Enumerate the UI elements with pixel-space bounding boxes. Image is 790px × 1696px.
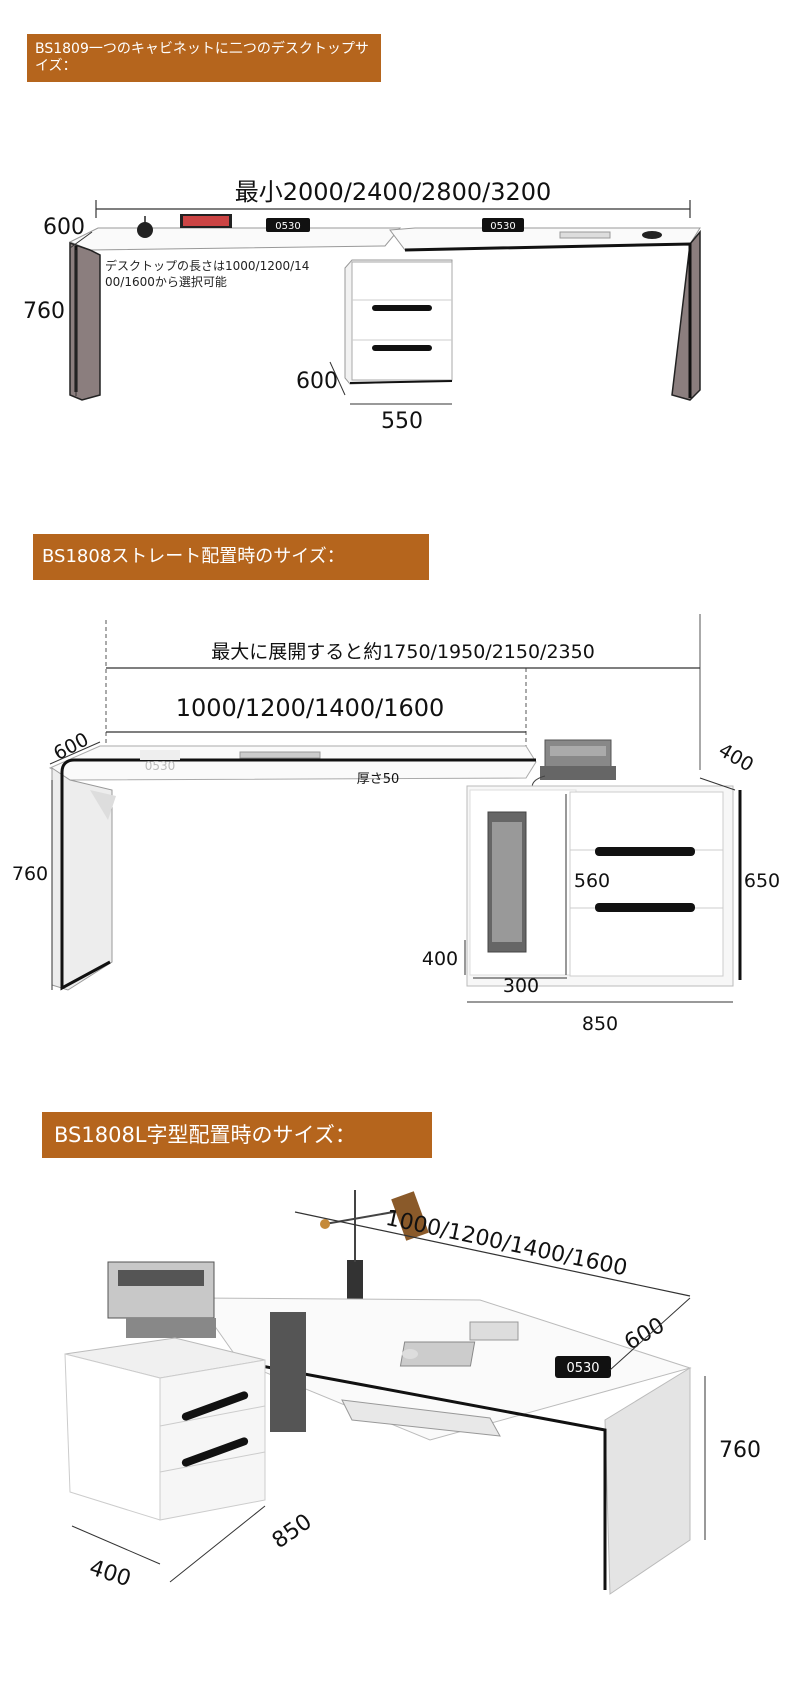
inner-height-label: 560 [574, 870, 610, 892]
l-desk: 0530 [194, 1297, 692, 1595]
section3-banner: BS1808L字型配置時のサイズ： [42, 1112, 432, 1158]
thickness-label: 厚さ50 [357, 772, 400, 787]
svg-text:0530: 0530 [566, 1361, 599, 1376]
cabinet-depth-label: 600 [296, 369, 338, 394]
desk-width-label: 1000/1200/1400/1600 [383, 1206, 629, 1282]
svg-text:0530: 0530 [490, 221, 515, 232]
left-desk: 0530 [68, 214, 402, 401]
inner-width-label: 300 [503, 975, 539, 997]
max-width-label: 最大に展開すると約1750/1950/2150/2350 [211, 641, 595, 663]
l-cabinet [64, 1312, 306, 1521]
cabinet-1809 [344, 259, 453, 385]
cabinet-width-label: 550 [381, 409, 423, 434]
clock-left [266, 218, 310, 232]
right-desk: 0530 [389, 218, 701, 401]
section2-diagram: 最大に展開すると約1750/1950/2150/2350 1000/1200/1… [12, 614, 780, 1035]
cabinet-depth-label: 400 [715, 739, 757, 776]
desk-lamp [320, 1190, 429, 1308]
cabinet-width-label: 850 [268, 1509, 317, 1554]
section1-diagram: 最小2000/2400/2800/3200 0530 0530 600 760 [23, 178, 701, 434]
desk-width-label: 1000/1200/1400/1600 [176, 694, 445, 722]
section3-diagram: 0530 1000/1200/1400/1600 600 760 850 400 [64, 1190, 761, 1595]
cabinet-1808 [466, 785, 742, 987]
straight-desk: 0530 [48, 745, 537, 991]
height-label: 760 [12, 863, 48, 885]
note-line-2: 00/1600から選択可能 [105, 275, 227, 289]
height-label: 760 [719, 1438, 761, 1463]
clock-right [482, 218, 524, 232]
section1-banner: BS1809一つのキャビネットに二つのデスクトップサイズ： [27, 34, 381, 82]
printer [107, 1261, 216, 1338]
section2-banner: BS1808ストレート配置時のサイズ： [33, 534, 429, 580]
cabinet-width-label: 850 [582, 1013, 618, 1035]
svg-text:0530: 0530 [275, 221, 300, 232]
depth-label: 600 [43, 215, 85, 240]
note-line-1: デスクトップの長さは1000/1200/14 [105, 258, 309, 273]
cabinet-height-label: 650 [744, 870, 780, 892]
height-label: 760 [23, 299, 65, 324]
clock [555, 1356, 611, 1378]
svg-text:0530: 0530 [145, 759, 176, 773]
cabinet-depth-label: 400 [86, 1555, 134, 1592]
printer [531, 739, 616, 795]
bottom-height-label: 400 [422, 948, 458, 970]
total-width-label: 最小2000/2400/2800/3200 [235, 178, 552, 206]
